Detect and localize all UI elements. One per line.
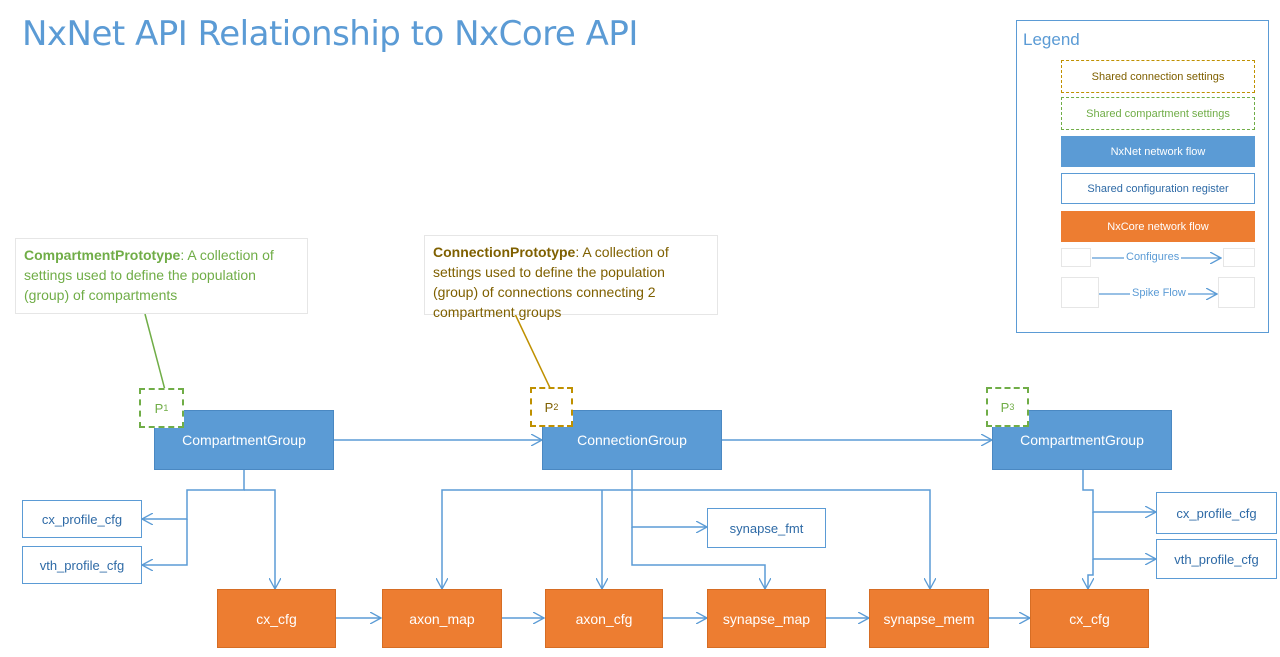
- legend-title: Legend: [1023, 30, 1080, 49]
- register-synapse-fmt[interactable]: synapse_fmt: [707, 508, 826, 548]
- legend-nxcore-flow: NxCore network flow: [1061, 211, 1255, 242]
- legend-configures-label: Configures: [1124, 251, 1182, 263]
- nxcore-axon-cfg[interactable]: axon_cfg: [545, 589, 663, 648]
- note-leader-connection: [514, 313, 552, 391]
- note-leader-compartment: [144, 313, 166, 391]
- configures-axon-map: [442, 489, 632, 589]
- compartment-prototype-note: CompartmentPrototype: A collection of se…: [15, 238, 308, 314]
- page-title: NxNet API Relationship to NxCore API: [22, 14, 638, 54]
- prototype-p2-letter: P: [544, 399, 554, 415]
- compartment-prototype-term: CompartmentPrototype: [24, 247, 181, 263]
- prototype-p1-index: 1: [163, 403, 169, 413]
- connection-group-label: ConnectionGroup: [577, 432, 687, 448]
- prototype-p1-letter: P: [154, 400, 164, 416]
- compartment-group-left[interactable]: CompartmentGroup: [154, 410, 334, 470]
- compartment-prototype-desc: : A collection of settings used to defin…: [24, 247, 274, 303]
- connection-prototype-term: ConnectionPrototype: [433, 244, 576, 260]
- register-left-cx-profile-cfg[interactable]: cx_profile_cfg: [22, 500, 142, 538]
- legend-spike-target: [1218, 277, 1255, 308]
- prototype-p2-index: 2: [553, 402, 559, 412]
- legend-shared-register: Shared configuration register: [1061, 173, 1255, 204]
- legend-spike-flow-label: Spike Flow: [1130, 287, 1188, 299]
- connection-prototype-desc: : A collection of settings used to defin…: [433, 244, 669, 320]
- legend-nxnet-flow: NxNet network flow: [1061, 136, 1255, 167]
- configures-synapse-map: [631, 527, 765, 589]
- prototype-p3-index: 3: [1009, 402, 1015, 412]
- legend-configures-target: [1223, 248, 1255, 267]
- configures-synapse-mem: [631, 470, 930, 589]
- configures-right-cx-profile: [1082, 470, 1156, 512]
- legend-shared-compartment: Shared compartment settings: [1061, 97, 1255, 130]
- compartment-group-left-label: CompartmentGroup: [182, 432, 306, 448]
- register-right-cx-profile-cfg[interactable]: cx_profile_cfg: [1156, 492, 1277, 534]
- configures-left-vth-profile: [142, 519, 188, 565]
- nxcore-axon-map[interactable]: axon_map: [382, 589, 502, 648]
- configures-right-cx-cfg: [1088, 559, 1093, 589]
- nxcore-cx-cfg-left[interactable]: cx_cfg: [217, 589, 336, 648]
- legend-spike-source: [1061, 277, 1099, 308]
- register-right-vth-profile-cfg[interactable]: vth_profile_cfg: [1156, 539, 1277, 579]
- nxcore-cx-cfg-right[interactable]: cx_cfg: [1030, 589, 1149, 648]
- connection-prototype-note: ConnectionPrototype: A collection of set…: [424, 235, 718, 320]
- register-left-vth-profile-cfg[interactable]: vth_profile_cfg: [22, 546, 142, 584]
- configures-left-cx-profile: [142, 470, 245, 519]
- prototype-p3-letter: P: [1000, 399, 1010, 415]
- nxcore-synapse-map[interactable]: synapse_map: [707, 589, 826, 648]
- compartment-group-right-label: CompartmentGroup: [1020, 432, 1144, 448]
- legend-shared-connection: Shared connection settings: [1061, 60, 1255, 93]
- nxcore-synapse-mem[interactable]: synapse_mem: [869, 589, 989, 648]
- configures-left-cx-cfg: [244, 489, 275, 589]
- legend-configures-source: [1061, 248, 1091, 267]
